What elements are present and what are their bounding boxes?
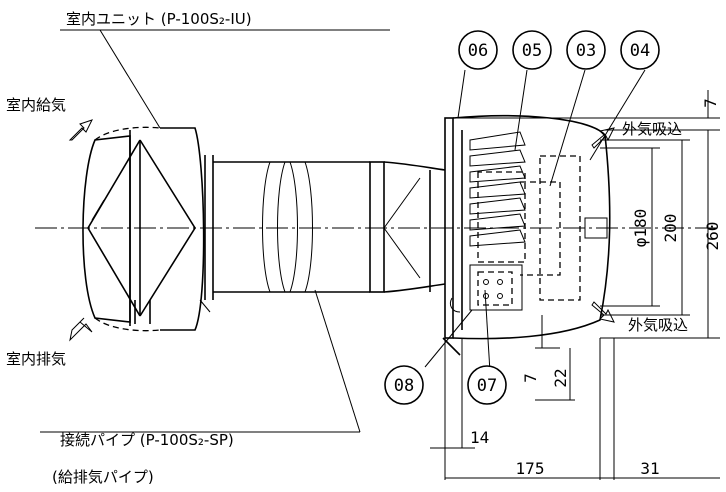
part-number: 03 xyxy=(576,41,596,61)
pipe-sub-label: (給排気パイプ) xyxy=(52,468,154,486)
outdoor-hood-drawing xyxy=(442,114,611,356)
part-04-circle xyxy=(620,30,660,70)
part-number: 05 xyxy=(522,41,542,61)
dimension-diameter: φ180 xyxy=(631,209,650,248)
dimension-left-offset: 14 xyxy=(470,428,489,447)
dimension-depth: 175 xyxy=(516,459,545,478)
part-number: 07 xyxy=(477,376,497,396)
part-number: 06 xyxy=(468,41,488,61)
dimension-values: 7 φ180 200 260 7 22 14 175 31 xyxy=(470,98,722,478)
indoor-unit-label: 室内ユニット (P-100S₂-IU) xyxy=(66,10,252,28)
part-number-circles xyxy=(384,30,660,405)
dimension-total-height: 260 xyxy=(703,222,722,251)
part-number-labels: 06 05 03 04 08 07 xyxy=(394,41,650,396)
callout-labels: 室内ユニット (P-100S₂-IU) 室内給気 室内排気 外気吸込 外気吸込 … xyxy=(6,10,688,486)
leader-lines xyxy=(40,29,646,433)
airflow-arrows xyxy=(68,119,615,342)
outdoor-intake-top-label: 外気吸込 xyxy=(622,120,682,138)
intake-top-arrow-icon xyxy=(591,127,615,149)
part-07-circle xyxy=(467,365,507,405)
part-number: 04 xyxy=(630,41,650,61)
dimension-top-offset: 7 xyxy=(701,98,720,108)
indoor-supply-label: 室内給気 xyxy=(6,96,66,114)
outdoor-intake-bottom-label: 外気吸込 xyxy=(628,316,688,334)
part-03-circle xyxy=(566,30,606,70)
dimension-inner-height: 200 xyxy=(661,214,680,243)
supply-arrow-icon xyxy=(68,119,93,141)
dimension-bottom-offset: 7 xyxy=(521,373,540,383)
louvres xyxy=(469,131,526,247)
connection-pipe-drawing xyxy=(213,161,446,293)
pipe-label: 接続パイプ (P-100S₂-SP) xyxy=(60,431,234,449)
dimension-bottom-step: 22 xyxy=(551,368,570,387)
part-number: 08 xyxy=(394,376,414,396)
part-05-circle xyxy=(512,30,552,70)
part-06-circle xyxy=(458,30,498,70)
indoor-exhaust-label: 室内排気 xyxy=(6,350,66,368)
dimension-lines xyxy=(430,90,720,480)
part-08-circle xyxy=(384,365,424,405)
intake-bottom-arrow-icon xyxy=(591,301,615,323)
dimension-front: 31 xyxy=(640,459,659,478)
indoor-unit-drawing xyxy=(82,126,214,332)
exhaust-arrow-icon xyxy=(69,317,93,342)
